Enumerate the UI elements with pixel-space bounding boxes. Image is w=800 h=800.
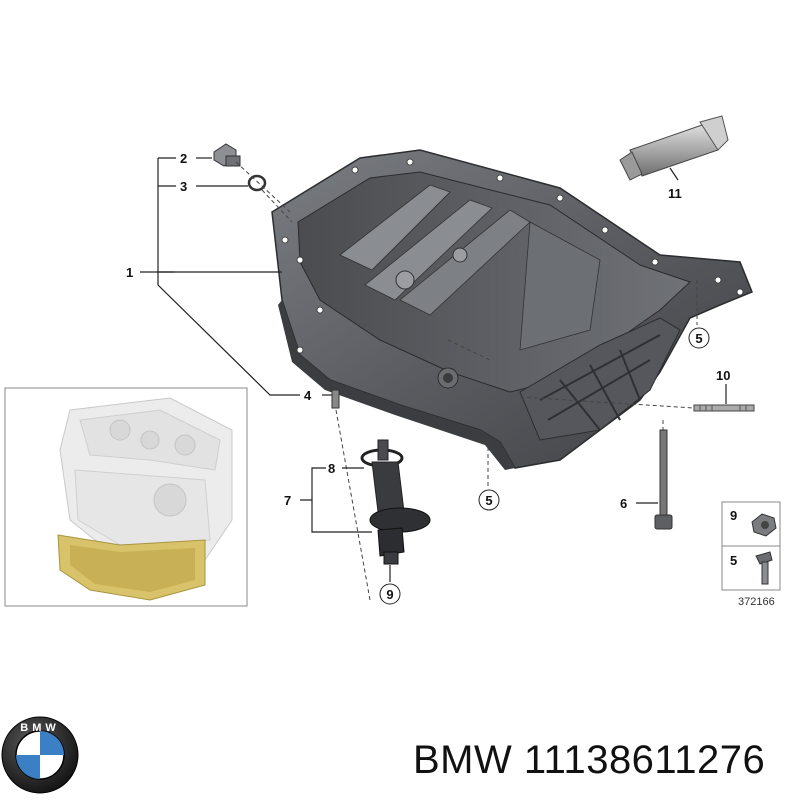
callout-3: 3 [180,179,187,194]
bmw-logo: BMW [1,716,79,794]
callout-5-top: 5 [688,327,710,349]
svg-text:5: 5 [695,331,702,346]
brand-name: BMW [413,738,513,782]
long-bolt-part [654,429,673,530]
sealant-tube-part [619,115,729,181]
key-label-5: 5 [730,553,737,568]
oil-level-sensor-part [360,439,431,565]
oil-pan [271,149,753,470]
leader-lines [140,157,727,601]
part-caption: BMW 11138611276 [413,738,765,783]
fastener-key [721,501,781,591]
svg-text:9: 9 [386,587,393,602]
engine-inset [4,387,248,607]
stud-bolt-part [693,404,755,412]
callout-1: 1 [126,265,133,280]
svg-text:5: 5 [485,493,492,508]
diagram-number: 372166 [738,596,775,608]
callout-8: 8 [328,461,335,476]
callout-9: 9 [379,583,401,605]
callout-2: 2 [180,151,187,166]
callout-10: 10 [716,368,730,383]
part-number: 11138611276 [523,738,766,782]
callout-11: 11 [668,186,682,201]
key-label-9: 9 [730,508,737,523]
callout-6: 6 [620,496,627,511]
drain-plug-part [213,143,241,167]
bmw-logo-lettering: BMW [20,722,60,734]
dowel-part [331,389,340,409]
callout-7: 7 [284,493,291,508]
callout-4: 4 [304,388,312,403]
callout-5-bottom: 5 [478,489,500,511]
seal-ring-part [247,174,267,192]
